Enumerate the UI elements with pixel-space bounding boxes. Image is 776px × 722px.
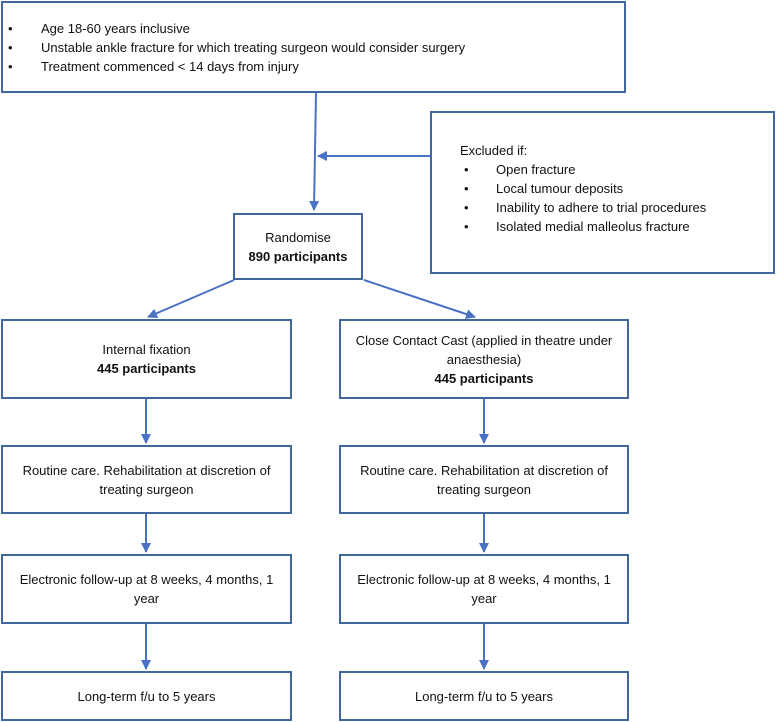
- exclusion-criterion: Open fracture: [460, 160, 773, 179]
- left-routine-care-box: Routine care. Rehabilitation at discreti…: [1, 445, 292, 514]
- internal-fixation-label: Internal fixation: [102, 342, 191, 357]
- left-routine-care-text: Routine care. Rehabilitation at discreti…: [22, 462, 271, 497]
- exclusion-criteria-list: Open fracture Local tumour deposits Inab…: [460, 160, 773, 236]
- arrow-randomise-to-internal-fixation: [147, 279, 235, 319]
- inclusion-criterion: Unstable ankle fracture for which treati…: [3, 38, 624, 57]
- right-longterm-text: Long-term f/u to 5 years: [414, 688, 553, 704]
- right-followup-box: Electronic follow-up at 8 weeks, 4 month…: [339, 554, 629, 624]
- left-longterm-text: Long-term f/u to 5 years: [77, 688, 216, 704]
- inclusion-criteria-box: Age 18-60 years inclusive Unstable ankle…: [1, 1, 626, 93]
- right-routine-care-box: Routine care. Rehabilitation at discreti…: [339, 445, 629, 514]
- left-longterm-box: Long-term f/u to 5 years: [1, 671, 292, 721]
- arrow-inclusion-to-randomise: [309, 92, 320, 211]
- exclusion-criterion: Isolated medial malleolus fracture: [460, 217, 773, 236]
- exclusion-criterion: Inability to adhere to trial procedures: [460, 198, 773, 217]
- inclusion-criterion: Age 18-60 years inclusive: [3, 19, 624, 38]
- close-contact-cast-count: 445 participants: [434, 370, 534, 386]
- exclusion-criteria-box: Excluded if: Open fracture Local tumour …: [430, 111, 775, 274]
- randomise-count: 890 participants: [248, 248, 348, 264]
- right-routine-care-text: Routine care. Rehabilitation at discreti…: [360, 462, 608, 497]
- inclusion-criterion: Treatment commenced < 14 days from injur…: [3, 57, 624, 76]
- close-contact-cast-label: Close Contact Cast (applied in theatre u…: [355, 332, 613, 367]
- right-followup-text: Electronic follow-up at 8 weeks, 4 month…: [357, 572, 611, 606]
- randomise-box: Randomise 890 participants: [233, 213, 363, 280]
- inclusion-criteria-list: Age 18-60 years inclusive Unstable ankle…: [3, 19, 624, 76]
- exclusion-heading: Excluded if:: [460, 143, 528, 158]
- left-followup-box: Electronic follow-up at 8 weeks, 4 month…: [1, 554, 292, 624]
- internal-fixation-count: 445 participants: [97, 361, 196, 376]
- exclusion-criterion: Local tumour deposits: [460, 179, 773, 198]
- right-longterm-box: Long-term f/u to 5 years: [339, 671, 629, 721]
- left-followup-text: Electronic follow-up at 8 weeks, 4 month…: [19, 572, 274, 606]
- arrow-randomise-to-cast: [363, 279, 476, 319]
- randomise-label: Randomise: [265, 229, 331, 245]
- close-contact-cast-box: Close Contact Cast (applied in theatre u…: [339, 319, 629, 399]
- internal-fixation-box: Internal fixation 445 participants: [1, 319, 292, 399]
